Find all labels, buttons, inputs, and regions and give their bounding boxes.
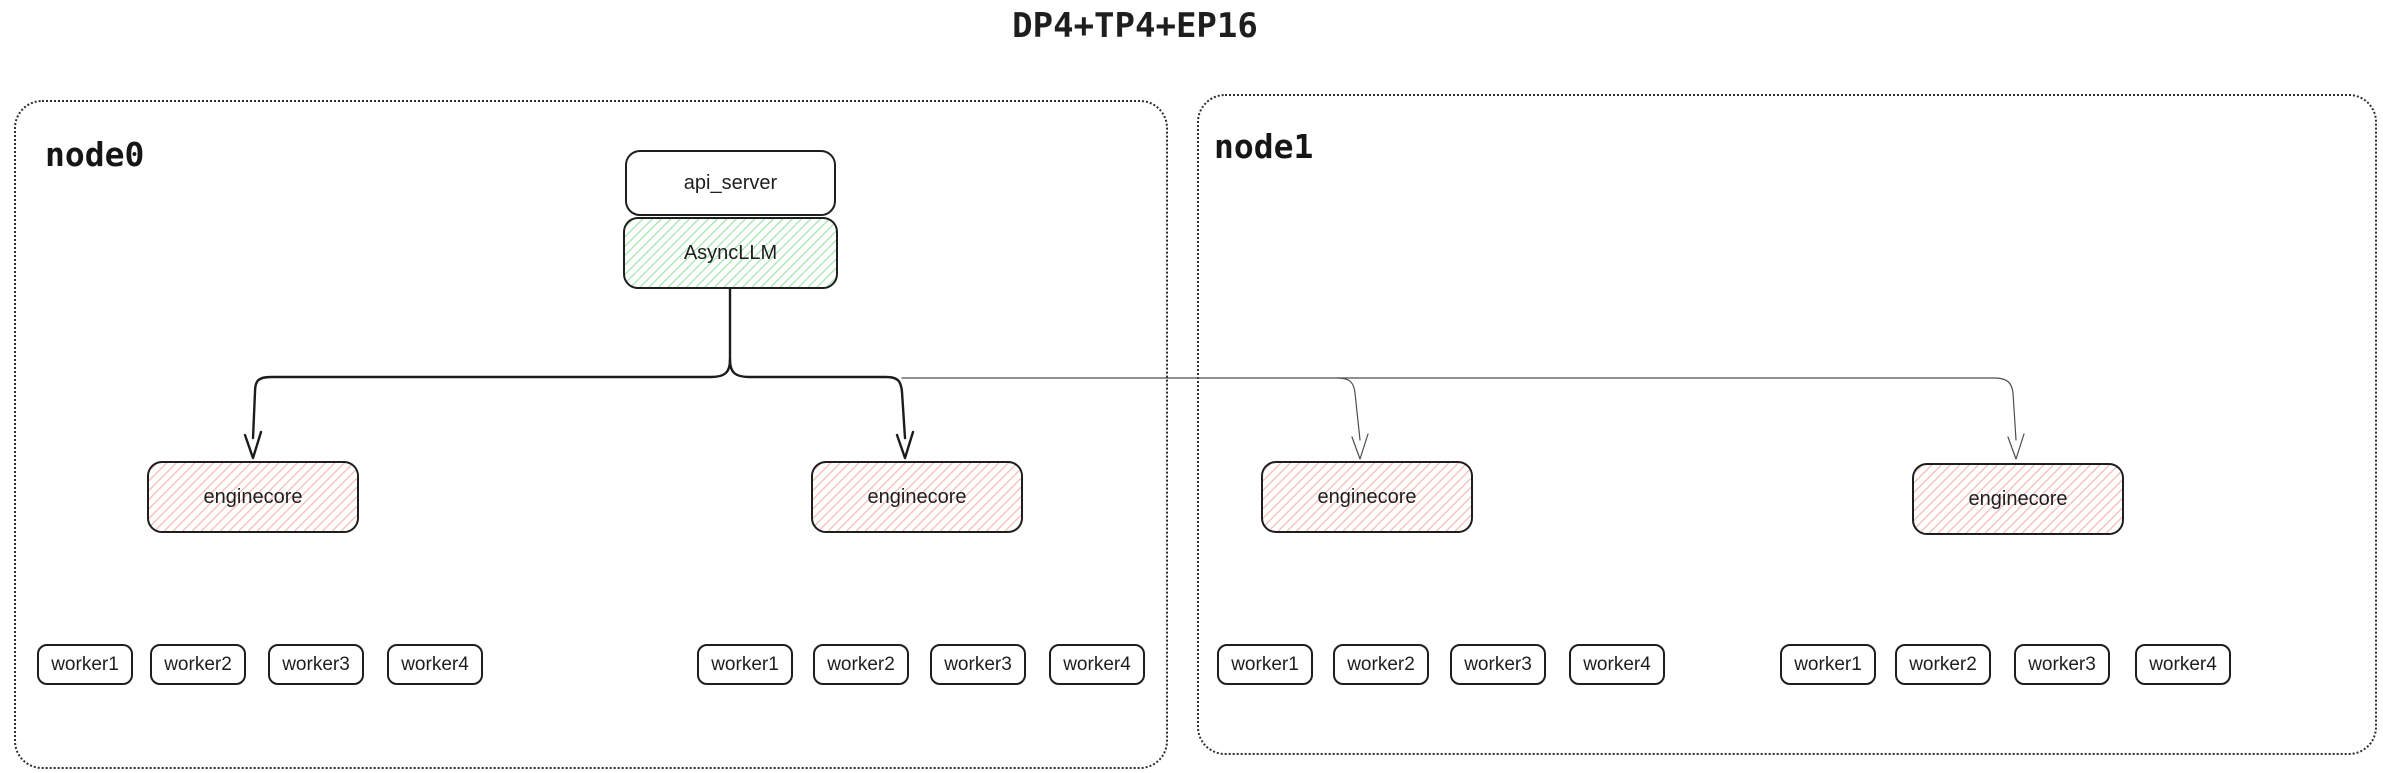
api-server-box: api_server — [625, 150, 836, 216]
worker-box-n0g1-2: worker2 — [150, 644, 246, 685]
enginecore-box-node1-1: enginecore — [1261, 461, 1473, 533]
worker-box-n0g1-1: worker1 — [37, 644, 133, 685]
worker-box-n0g1-4: worker4 — [387, 644, 483, 685]
async-llm-box: AsyncLLM — [623, 217, 838, 289]
worker-box-n0g1-3: worker3 — [268, 644, 364, 685]
worker-box-n1g1-3: worker3 — [1450, 644, 1546, 685]
worker-box-n1g2-4: worker4 — [2135, 644, 2231, 685]
diagram-title: DP4+TP4+EP16 — [1012, 6, 1258, 46]
worker-box-n1g1-2: worker2 — [1333, 644, 1429, 685]
enginecore-box-node1-2: enginecore — [1912, 463, 2124, 535]
worker-box-n0g2-1: worker1 — [697, 644, 793, 685]
worker-box-n0g2-3: worker3 — [930, 644, 1026, 685]
node0-label: node0 — [45, 135, 145, 174]
worker-box-n1g2-3: worker3 — [2014, 644, 2110, 685]
node1-label: node1 — [1214, 127, 1314, 166]
worker-box-n0g2-4: worker4 — [1049, 644, 1145, 685]
worker-box-n1g2-1: worker1 — [1780, 644, 1876, 685]
worker-box-n1g1-1: worker1 — [1217, 644, 1313, 685]
enginecore-box-node0-1: enginecore — [147, 461, 359, 533]
worker-box-n1g1-4: worker4 — [1569, 644, 1665, 685]
enginecore-box-node0-2: enginecore — [811, 461, 1023, 533]
worker-box-n0g2-2: worker2 — [813, 644, 909, 685]
worker-box-n1g2-2: worker2 — [1895, 644, 1991, 685]
